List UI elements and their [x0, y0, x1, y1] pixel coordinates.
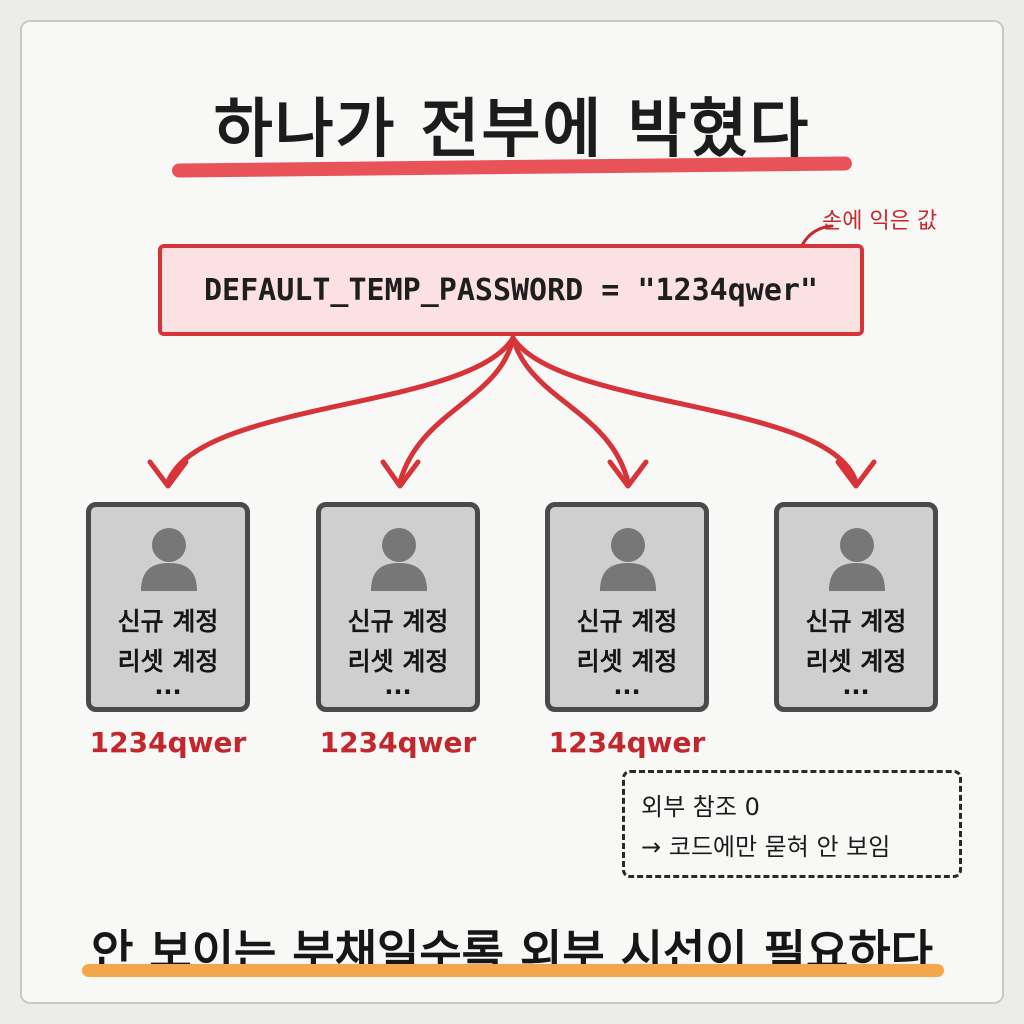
card-password-value: 1234qwer: [319, 726, 477, 759]
card-label-reset: 리셋 계정: [576, 647, 678, 676]
account-card: 신규 계정 리셋 계정 ...: [545, 502, 709, 712]
card-label-reset: 리셋 계정: [117, 647, 219, 676]
card-label-more: ...: [613, 672, 641, 700]
arrow-to-card-2: [397, 335, 516, 485]
card-label-new: 신규 계정: [117, 607, 219, 636]
card-label-reset: 리셋 계정: [805, 647, 907, 676]
user-icon: [141, 528, 197, 591]
annotation-note: 손에 익은 값: [822, 209, 938, 234]
page-title: 하나가 전부에 박혔다: [213, 93, 811, 167]
user-icon: [371, 528, 427, 591]
card-label-new: 신규 계정: [805, 607, 907, 636]
card-label-new: 신규 계정: [576, 607, 678, 636]
footer-underline: [82, 964, 944, 977]
callout-box: 외부 참조 0 → 코드에만 묻혀 안 보임: [622, 770, 962, 878]
user-icon: [600, 528, 656, 591]
card-password-value: 1234qwer: [548, 726, 706, 759]
card-label-new: 신규 계정: [347, 607, 449, 636]
arrow-to-card-3: [510, 335, 631, 485]
card-label-reset: 리셋 계정: [347, 647, 449, 676]
card-label-more: ...: [154, 672, 182, 700]
card-password-value: 1234qwer: [89, 726, 247, 759]
arrow-to-card-4: [510, 335, 859, 485]
account-card: 신규 계정 리셋 계정 ...: [316, 502, 480, 712]
code-constant-box: DEFAULT_TEMP_PASSWORD = "1234qwer": [158, 244, 864, 336]
arrow-to-card-1: [165, 335, 516, 485]
code-constant: DEFAULT_TEMP_PASSWORD = "1234qwer": [203, 272, 819, 308]
callout-line-hidden: → 코드에만 묻혀 안 보임: [641, 833, 891, 861]
card-label-more: ...: [842, 672, 870, 700]
account-card: 신규 계정 리셋 계정 ...: [774, 502, 938, 712]
callout-line-references: 외부 참조 0: [641, 793, 760, 821]
card-label-more: ...: [384, 672, 412, 700]
user-icon: [829, 528, 885, 591]
account-card: 신규 계정 리셋 계정 ...: [86, 502, 250, 712]
